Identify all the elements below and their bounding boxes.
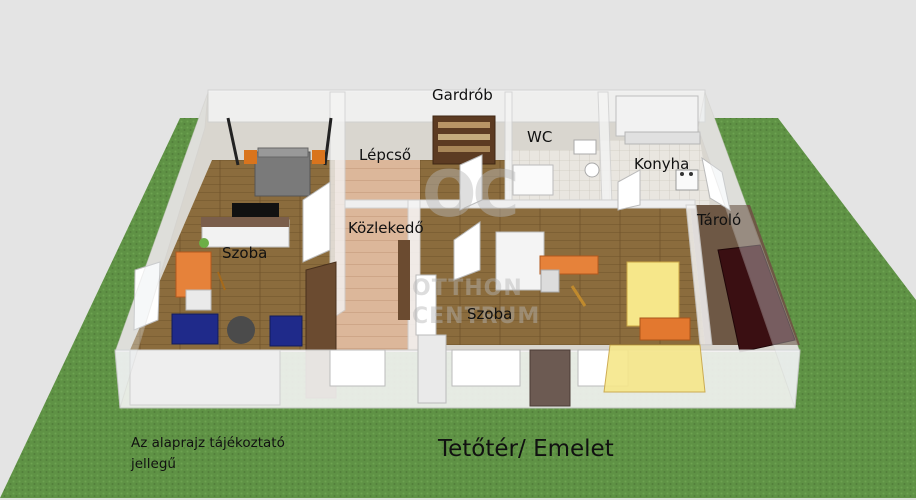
toilet: [584, 162, 600, 178]
bed-left: [254, 151, 311, 197]
disclaimer: Az alaprajz tájékoztató jellegű: [131, 433, 285, 475]
label-wc: WC: [527, 128, 553, 146]
stove: [675, 169, 699, 191]
armchair-right: [269, 315, 303, 347]
disclaimer-line2: jellegű: [131, 456, 176, 472]
storage-wall: [685, 204, 713, 346]
label-konyha: Konyha: [634, 155, 690, 173]
front-window-1: [329, 349, 386, 387]
label-gardrob: Gardrób: [432, 86, 493, 104]
storage-wardrobe: [717, 244, 796, 353]
label-kozlekedo: Közlekedő: [348, 219, 424, 237]
label-lepcso: Lépcső: [359, 146, 412, 164]
wc-left-wall: [504, 91, 513, 206]
floor-caption: Tetőtér/ Emelet: [438, 436, 614, 462]
side-window-left: [133, 261, 161, 331]
front-bed: [603, 344, 706, 393]
left-room-floor: [130, 160, 335, 350]
label-tarolo: Tároló: [697, 211, 742, 229]
label-szoba-center: Szoba: [467, 305, 513, 323]
kitchen-cabinets: [615, 95, 699, 137]
door-gardrob: [459, 154, 483, 211]
door-kitchen: [617, 169, 641, 211]
outer-wall-right: [697, 90, 801, 409]
front-door: [529, 349, 571, 407]
front-window-2: [451, 349, 521, 387]
center-bed: [626, 261, 680, 327]
center-cabinet: [495, 231, 545, 291]
door-center: [453, 221, 481, 281]
label-szoba-left: Szoba: [222, 244, 268, 262]
disclaimer-line1: Az alaprajz tájékoztató: [131, 435, 285, 451]
door-left-room: [302, 181, 331, 263]
side-window-right: [701, 156, 731, 212]
armchair-left: [171, 313, 219, 345]
wc-shower: [512, 164, 554, 196]
coffee-table: [227, 316, 255, 344]
corridor-wall: [344, 199, 696, 209]
outer-wall-left: [114, 91, 209, 409]
front-bench-left: [129, 349, 281, 406]
